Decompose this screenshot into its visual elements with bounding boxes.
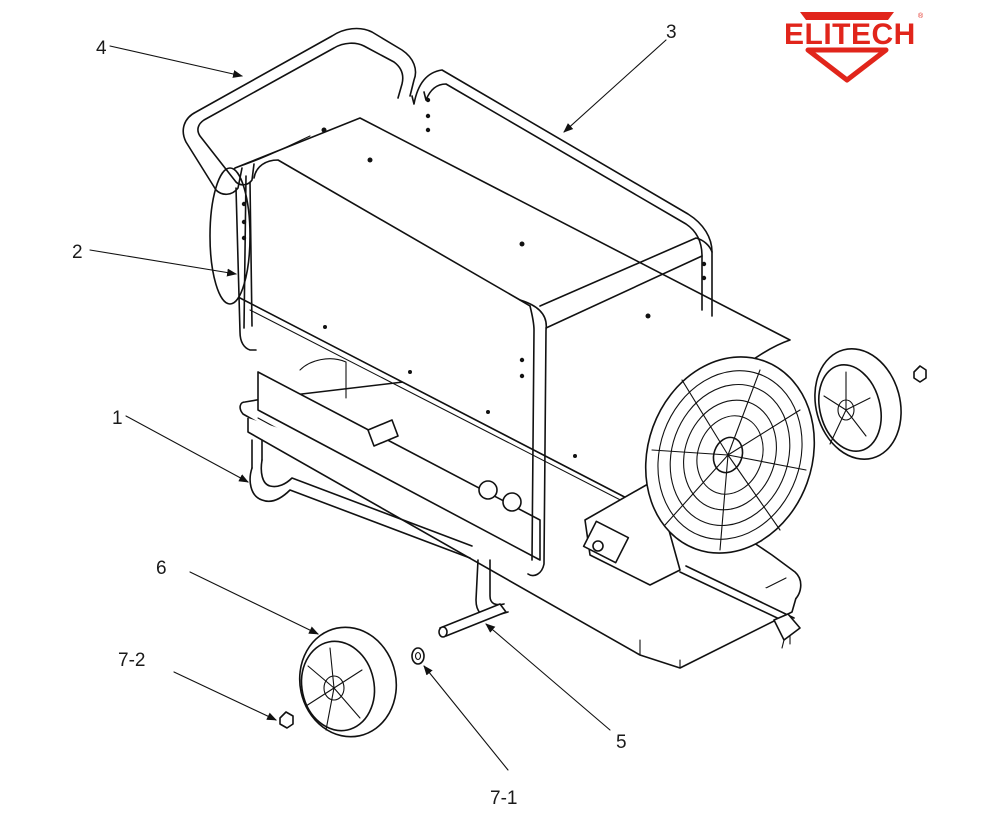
right-wheel (814, 348, 927, 460)
callout-7-1: 7-1 (490, 788, 517, 809)
elitech-logo: ELITECH ® (784, 12, 924, 83)
axle (438, 603, 507, 638)
support-stand (249, 439, 473, 559)
logo-registered-mark: ® (918, 12, 924, 20)
callout-7-2: 7-2 (118, 650, 145, 671)
heater-cylinder (209, 117, 791, 511)
callout-1: 1 (112, 408, 123, 429)
callout-6: 6 (156, 558, 167, 579)
logo-triangle (805, 47, 889, 83)
callout-5: 5 (616, 732, 627, 753)
callout-3: 3 (666, 22, 677, 43)
callout-labels: 4 3 2 1 6 7-2 5 7-1 (72, 22, 677, 809)
fan-guard (644, 356, 816, 554)
callout-4: 4 (96, 38, 107, 59)
logo-top-bar (800, 12, 894, 20)
nut (279, 711, 294, 729)
power-cord (679, 565, 801, 649)
front-wheel (298, 626, 398, 738)
leader-lines (89, 39, 667, 771)
logo-text: ELITECH (784, 18, 916, 51)
rear-handle-frame (182, 27, 417, 351)
washer (411, 647, 425, 665)
callout-2: 2 (72, 242, 83, 263)
side-handle-frame (241, 69, 713, 577)
